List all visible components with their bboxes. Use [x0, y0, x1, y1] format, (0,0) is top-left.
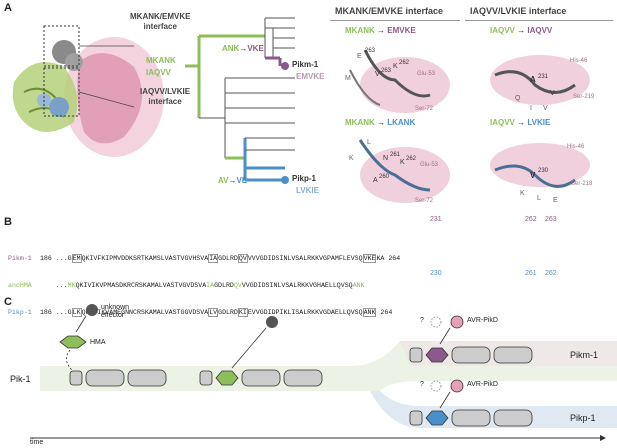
pikp1-tree-label: Pikp-1: [292, 174, 317, 183]
branch-top-mutation: ANK→VKE: [222, 44, 264, 53]
tree-iaqvv-label: IAQVV: [146, 68, 171, 77]
pikm1-tree-seq: EMVKE: [296, 72, 325, 81]
header-mkank-interface: MKANK/EMVKE interface: [335, 6, 444, 16]
evolution-schematic: [30, 304, 617, 441]
align-row-pikm1: Pikm-1 186 ...GEMQKIVFKIPMVDDKSRTKAMSLVA…: [8, 254, 401, 263]
header-iaqvv-interface: IAQVV/LVKIE interface: [470, 6, 567, 16]
struct2-image: His-46 A 231 V Ser-219 Q I V: [490, 55, 595, 112]
pikm1-tree-label: Pikm-1: [292, 60, 319, 69]
svg-text:Ser-219: Ser-219: [573, 94, 595, 100]
svg-text:V: V: [550, 90, 555, 97]
header-rule-left: [330, 20, 460, 21]
pikp1-label: Pikp-1: [570, 413, 596, 423]
svg-text:His-46: His-46: [570, 58, 588, 64]
svg-text:Glu-53: Glu-53: [420, 162, 439, 168]
align-row-anchma: ancHMA ...MKQKIVIKVPMASDKRCRSKAMALVASTVG…: [8, 282, 365, 289]
branch-bottom-mutation: AV→VE: [218, 176, 248, 185]
svg-text:K: K: [349, 155, 354, 162]
svg-text:A: A: [530, 75, 536, 84]
struct4-title: IAQVV → LVKIE: [490, 118, 551, 127]
struct3-image: L N 261 K 262 K A 260 Glu-53 Ser-72: [349, 139, 450, 204]
mark-top-263: 263: [545, 216, 557, 223]
struct3-title: MKANK → LKANK: [345, 118, 416, 127]
hma-label: HMA: [90, 339, 106, 346]
svg-text:230: 230: [538, 168, 549, 174]
mark-bottom-230: 230: [430, 270, 442, 277]
svg-text:Ser-72: Ser-72: [415, 106, 434, 112]
mark-bottom-262: 262: [545, 270, 557, 277]
svg-text:E: E: [553, 197, 558, 204]
svg-text:Glu-53: Glu-53: [417, 71, 436, 77]
svg-text:A: A: [373, 177, 378, 184]
struct2-title: IAQVV → IAQVV: [490, 26, 553, 35]
svg-text:263: 263: [381, 68, 392, 74]
svg-text:K: K: [393, 63, 398, 70]
svg-text:M: M: [345, 75, 351, 82]
svg-text:V: V: [530, 171, 536, 180]
pikp1-tree-seq: LVKIE: [296, 186, 319, 195]
svg-text:261: 261: [390, 152, 401, 158]
pik1-label: Pik-1: [10, 374, 31, 384]
question-mark-top: ?: [420, 317, 424, 324]
align-row-pikp1: Pikp-1 186 ...GLKQKIVIKVAMEGNNCRSKAMALVA…: [8, 308, 393, 317]
avr-pikd-top-label: AVR-PikD: [467, 317, 498, 324]
time-axis-label: time: [30, 439, 44, 446]
tree-mkank-label: MKANK: [146, 56, 176, 65]
svg-text:262: 262: [406, 156, 417, 162]
alignment-block: Pikm-1 186 ...GEMQKIVFKIPMVDDKSRTKAMSLVA…: [8, 236, 400, 326]
svg-text:263: 263: [365, 48, 376, 54]
svg-text:231: 231: [538, 74, 549, 80]
svg-text:262: 262: [399, 60, 410, 66]
svg-text:K: K: [400, 159, 405, 166]
svg-text:N: N: [383, 155, 388, 162]
struct1-title: MKANK → EMVKE: [345, 26, 416, 35]
svg-text:L: L: [537, 195, 541, 202]
svg-text:K: K: [520, 190, 525, 197]
pikm1-label: Pikm-1: [570, 350, 599, 360]
phylogenetic-tree: [185, 17, 295, 184]
svg-text:V: V: [543, 105, 548, 112]
svg-text:Ser-72: Ser-72: [415, 198, 434, 204]
question-mark-bottom: ?: [420, 381, 424, 388]
svg-text:His-46: His-46: [567, 144, 585, 150]
struct1-image: E 263 V 263 K 262 M Glu-53 Ser-72: [345, 48, 450, 113]
svg-text:I: I: [530, 105, 532, 112]
mark-top-262: 262: [525, 216, 537, 223]
svg-text:L: L: [367, 139, 371, 146]
mark-bottom-261: 261: [525, 270, 537, 277]
hma-structure-image: [12, 25, 164, 157]
panel-b-letter: B: [4, 216, 12, 228]
avr-pikd-bottom-label: AVR-PikD: [467, 381, 498, 388]
panel-c-letter: C: [4, 296, 12, 308]
panel-a-letter: A: [4, 2, 12, 14]
svg-text:260: 260: [379, 174, 390, 180]
mark-top-231: 231: [430, 216, 442, 223]
svg-text:Q: Q: [515, 95, 521, 102]
svg-text:V: V: [375, 71, 380, 78]
struct4-image: His-46 V 230 Ser-218 K L E: [490, 143, 593, 204]
svg-text:Ser-218: Ser-218: [571, 181, 593, 187]
header-rule-right: [465, 20, 613, 21]
svg-text:E: E: [357, 53, 362, 60]
